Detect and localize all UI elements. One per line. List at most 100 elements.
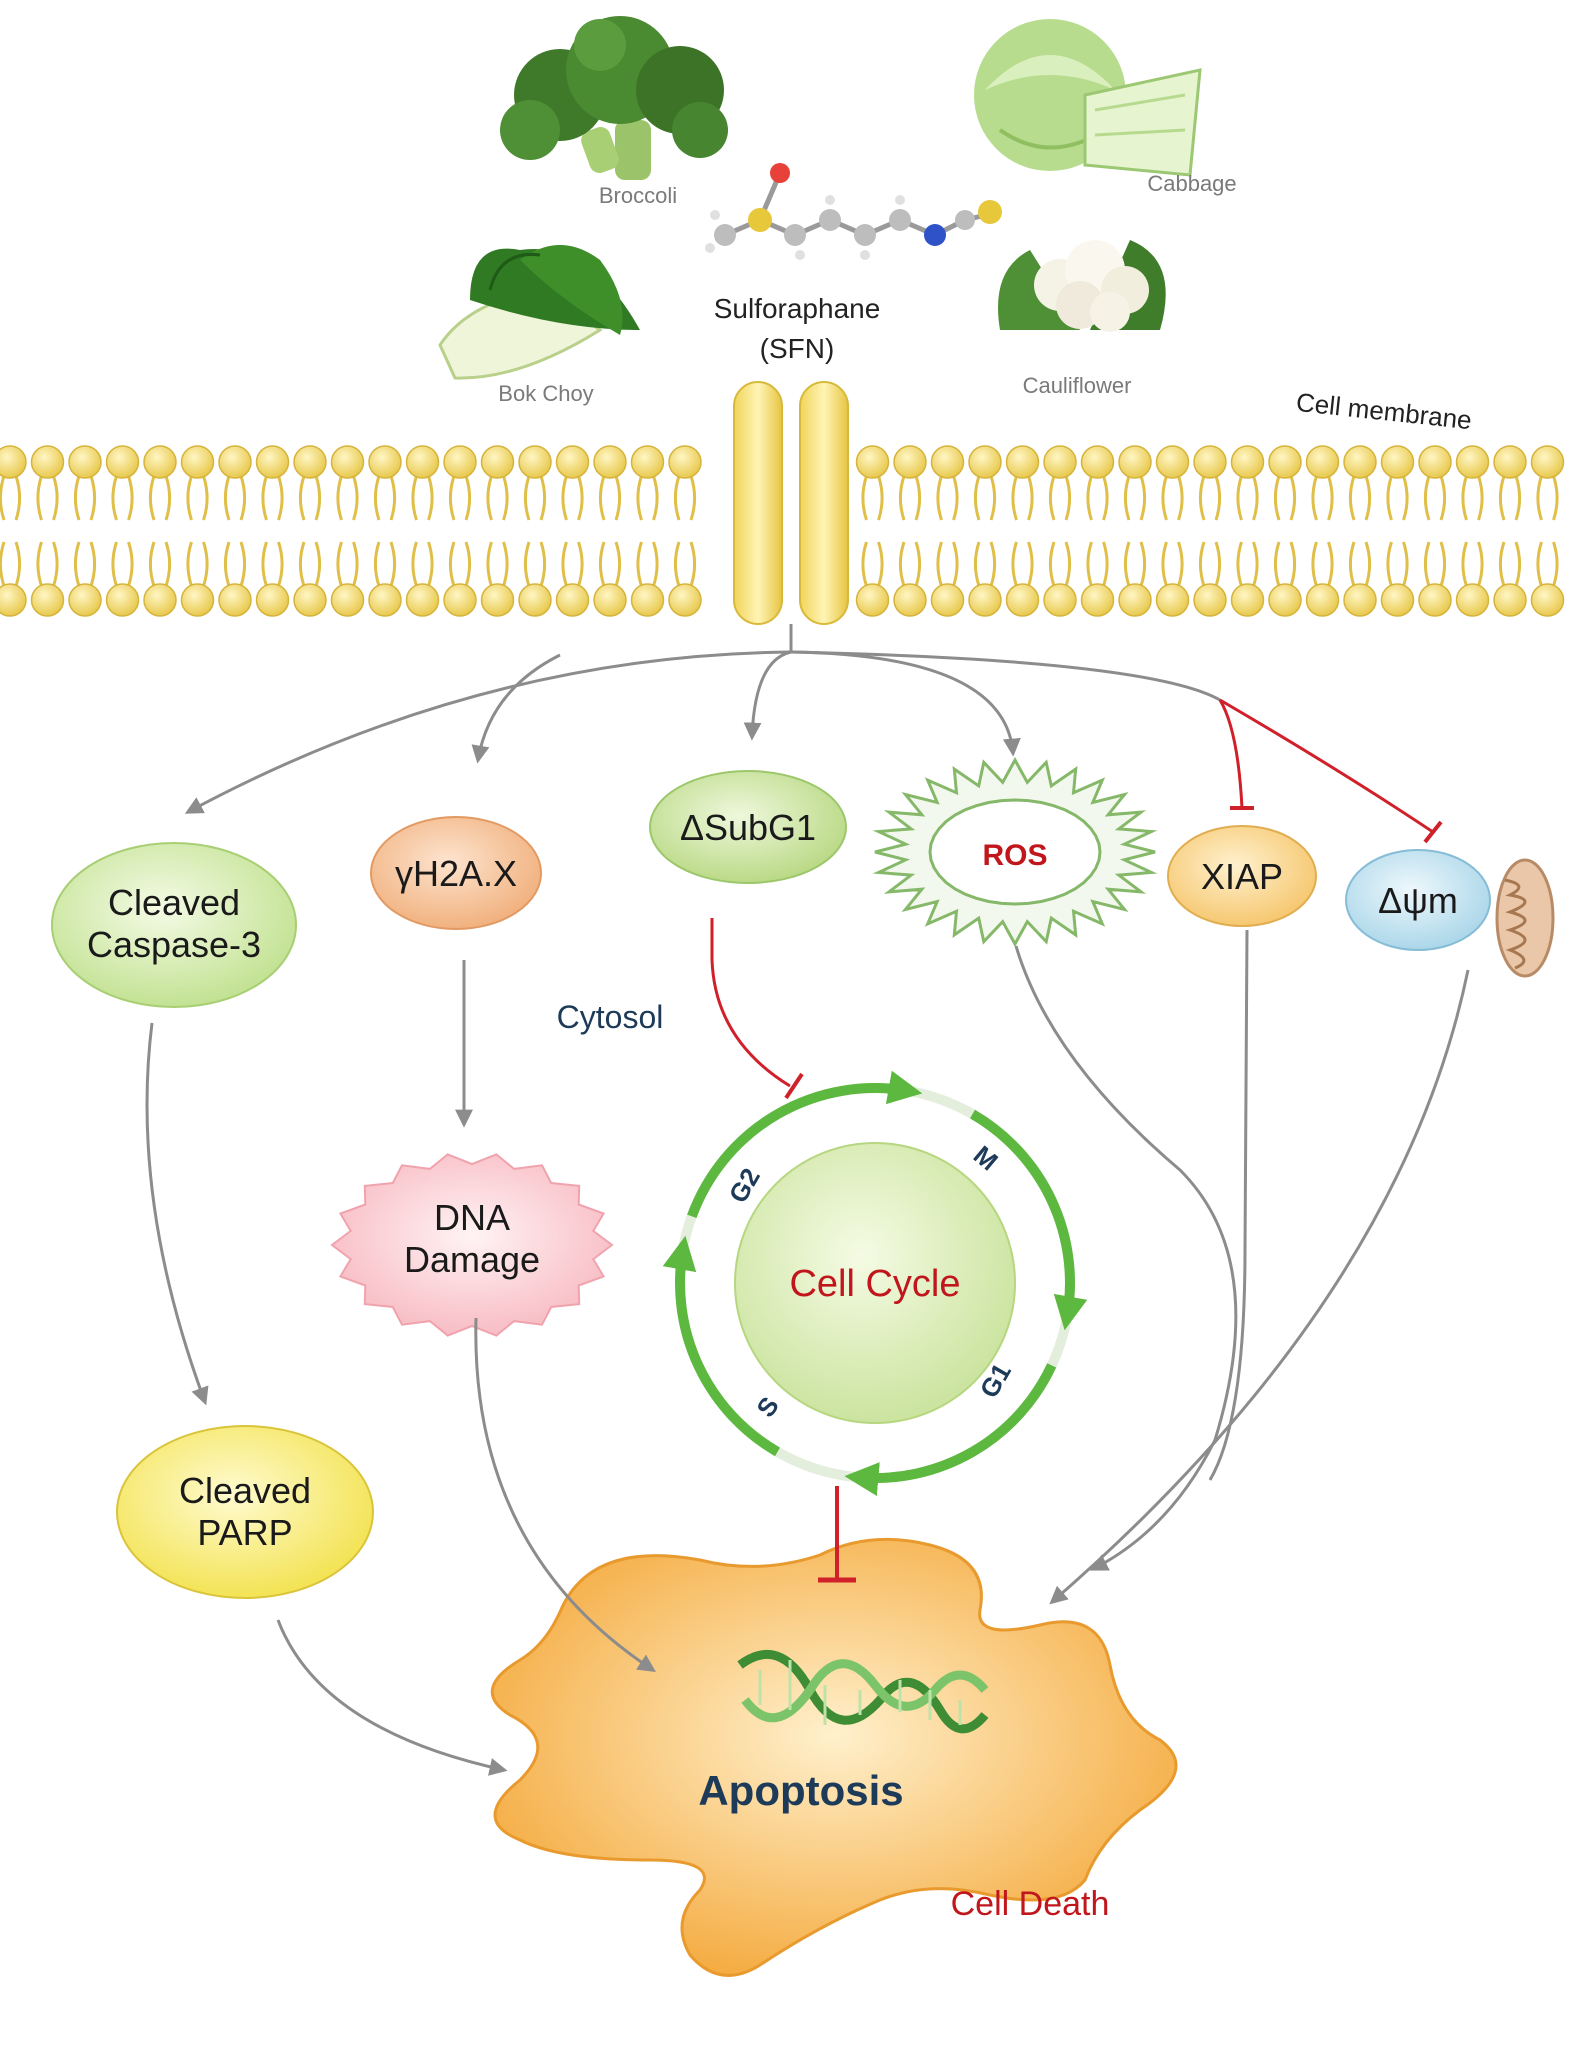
- lipid-tail: [1027, 475, 1034, 521]
- lipid-head: [368, 445, 402, 479]
- inhibit-dpsim-line: [1219, 698, 1434, 834]
- lipid-tail: [898, 475, 906, 521]
- h2ax-node: γH2A.X: [370, 816, 542, 930]
- lipid-head: [1043, 583, 1077, 617]
- lipid-head: [1530, 445, 1565, 479]
- lipid-tail: [973, 475, 981, 521]
- lipid-tail: [1402, 475, 1409, 521]
- lipid-tail: [1161, 475, 1168, 521]
- lipid-tail: [223, 475, 231, 521]
- lipid-tail: [298, 541, 306, 587]
- cell-death-label: Cell Death: [951, 1885, 1110, 1923]
- subg1-label: ΔSubG1: [680, 807, 816, 848]
- broccoli-label: Broccoli: [599, 183, 677, 208]
- cell-cycle-core: [734, 1142, 1016, 1424]
- lipid-head: [668, 583, 702, 617]
- lipid-tail: [1402, 541, 1409, 587]
- bok-choy-label: Bok Choy: [498, 381, 593, 406]
- lipid-head: [480, 445, 515, 479]
- lipid-tail: [598, 541, 606, 587]
- lipid-tail: [1311, 475, 1318, 521]
- lipid-tail: [636, 475, 643, 521]
- parp-line2: PARP: [197, 1512, 292, 1553]
- lipid-tail: [239, 541, 247, 587]
- dpsim-label: Δψm: [1378, 880, 1458, 921]
- phase-m: M: [968, 1140, 1004, 1177]
- lipid-tail: [989, 475, 997, 521]
- lipid-tail: [1177, 475, 1184, 521]
- lipid-head: [893, 445, 927, 479]
- lipid-head: [1230, 445, 1265, 479]
- lipid-tail: [673, 475, 681, 521]
- lipid-tail: [1348, 475, 1356, 521]
- arc-g2: [687, 1070, 923, 1219]
- lipid-head: [1530, 583, 1565, 617]
- lipid-head: [630, 583, 665, 617]
- lipid-tail: [164, 541, 172, 587]
- lipid-head: [1043, 445, 1077, 479]
- lipid-tail: [389, 541, 397, 587]
- lipid-tail: [1086, 475, 1093, 521]
- phase-g2: G2: [723, 1163, 766, 1208]
- lipid-head: [180, 583, 215, 617]
- lipid-tail: [1273, 541, 1281, 587]
- lipid-tail: [427, 475, 434, 521]
- lipid-head: [105, 445, 140, 479]
- lipid-tail: [1198, 541, 1206, 587]
- subg1-node: ΔSubG1: [649, 770, 847, 884]
- lipid-tail: [1236, 475, 1243, 521]
- lipid-tail: [186, 541, 193, 587]
- lipid-head: [930, 445, 965, 479]
- lipid-tail: [689, 475, 697, 521]
- lipid-tail: [539, 541, 547, 587]
- lipid-head: [255, 583, 290, 617]
- lipid-tail: [539, 475, 547, 521]
- lipid-tail: [202, 475, 209, 521]
- lipid-head: [368, 583, 402, 617]
- lipid-tail: [1327, 541, 1334, 587]
- lipid-tail: [1461, 541, 1468, 587]
- lipid-head: [930, 583, 965, 617]
- lipid-tail: [1198, 475, 1206, 521]
- lipid-head: [855, 583, 890, 617]
- lipid-tail: [1348, 541, 1356, 587]
- lipid-tail: [448, 475, 456, 521]
- lipid-head: [593, 583, 627, 617]
- lipid-tail: [464, 541, 472, 587]
- lipid-tail: [1461, 475, 1468, 521]
- lipid-head: [1305, 445, 1340, 479]
- lipid-tail: [336, 475, 343, 521]
- lipid-head: [143, 583, 177, 617]
- lipid-tail: [314, 475, 322, 521]
- lipid-tail: [577, 475, 584, 521]
- phase-s: S: [750, 1391, 785, 1422]
- lipid-head: [518, 583, 552, 617]
- inhibit-xiap-line: [1218, 699, 1244, 809]
- lipid-head: [1230, 583, 1265, 617]
- cabbage-icon: [974, 19, 1202, 177]
- lipid-head: [405, 583, 440, 617]
- lipid-tail: [127, 541, 134, 587]
- lipid-tail: [373, 475, 381, 521]
- lipid-tail: [111, 475, 118, 521]
- lipid-tail: [614, 541, 622, 587]
- lipid-tail: [523, 541, 531, 587]
- arrow-ros-to-apoptosis: [1014, 945, 1238, 1571]
- dna-damage-node: DNA Damage: [330, 1153, 614, 1337]
- lipid-tail: [989, 541, 997, 587]
- lipid-tail: [1536, 475, 1543, 521]
- lipid-tail: [689, 541, 697, 587]
- lipid-head: [255, 445, 290, 479]
- cauliflower-icon: [998, 240, 1166, 332]
- cytosol-label: Cytosol: [557, 999, 664, 1035]
- lipid-tail: [652, 475, 659, 521]
- lipid-head: [293, 445, 327, 479]
- parp-line1: Cleaved: [179, 1470, 311, 1511]
- lipid-tail: [352, 475, 359, 521]
- lipid-tail: [952, 541, 959, 587]
- lipid-tail: [352, 541, 359, 587]
- arrow-dpsim-to-apoptosis: [1049, 969, 1470, 1605]
- arrow-to-ros: [790, 650, 1021, 757]
- lipid-head: [0, 583, 27, 617]
- arrow-parp-to-apoptosis: [276, 1619, 508, 1776]
